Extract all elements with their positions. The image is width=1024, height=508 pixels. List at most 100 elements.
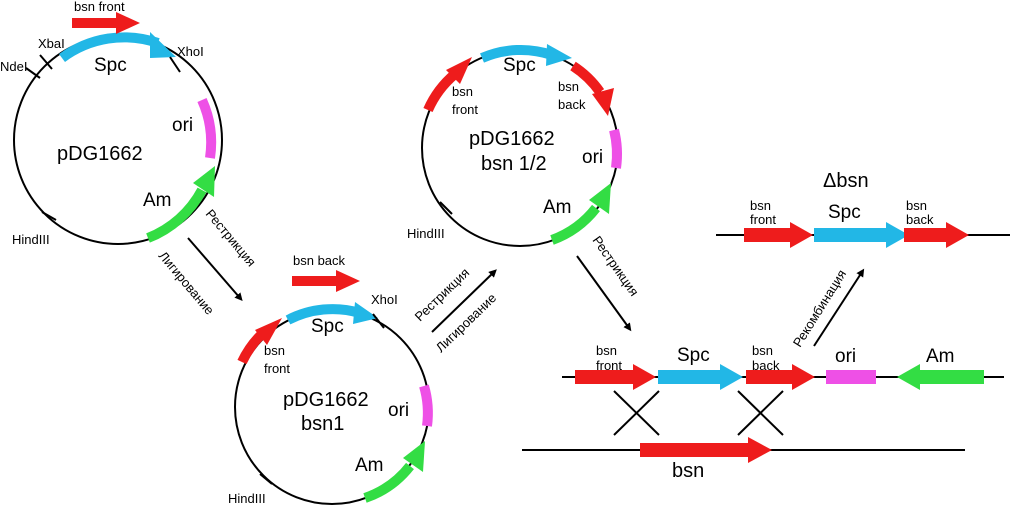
fragment-spc-bar <box>658 370 722 384</box>
fragment-spc-arrowhead <box>720 364 743 390</box>
plasmid-2-hindiii-label: HindIII <box>228 491 266 506</box>
result-spc-label: Spc <box>828 202 861 223</box>
plasmid-2-bsn-front-label-1: bsn <box>264 343 285 358</box>
chromosome: bsn <box>522 437 965 482</box>
plasmid-3-name-line-2: bsn 1/2 <box>481 153 547 175</box>
plasmid-3-am-segment <box>550 204 600 245</box>
plasmid-3-name-line-1: pDG1662 <box>469 128 555 150</box>
linear-fragment: bsn front Spc bsn back ori Am <box>562 343 1004 436</box>
plasmid-2-name-line-1: pDG1662 <box>283 389 369 411</box>
fragment-ori-label: ori <box>835 346 856 367</box>
plasmid-1-xbai-label: XbaI <box>38 36 65 51</box>
fragment-am-bar <box>918 370 984 384</box>
insert-2-arrowhead <box>336 270 360 292</box>
result-bsn-back-arrowhead <box>946 222 969 248</box>
plasmid-1-xhoi-tick <box>169 56 181 73</box>
plasmid-1-am-label: Am <box>143 190 172 211</box>
plasmid-3-hindiii-label: HindIII <box>407 226 445 241</box>
process-arrow-4: Рекомбинация <box>790 267 865 350</box>
plasmid-1-hindiii-tick <box>41 211 57 221</box>
plasmid-3-ori-segment <box>609 128 622 169</box>
process-arrow-3-line <box>576 255 632 332</box>
plasmid-2-hindiii-tick <box>259 473 273 485</box>
insert-1-label: bsn front <box>74 0 125 14</box>
plasmid-3-bsn-front-label-1: bsn <box>452 84 473 99</box>
insert-2-label: bsn back <box>293 253 346 268</box>
plasmid-3-ori-label: ori <box>582 147 603 168</box>
result-bsn-front-arrowhead <box>790 222 813 248</box>
chromosome-bsn-arrowhead <box>748 437 772 463</box>
crossover-2-stroke-b <box>737 390 784 436</box>
process-arrow-2-line <box>431 269 497 333</box>
process-arrow-3-label: Рестрикция <box>590 233 642 299</box>
plasmid-1-ndei-tick <box>25 67 41 79</box>
result-delta-bsn: Δbsn bsn front Spc bsn back <box>716 170 1010 248</box>
chromosome-bsn-bar <box>640 443 750 457</box>
plasmid-2-spc-segment <box>285 304 362 325</box>
result-spc-arrowhead <box>886 222 909 248</box>
process-arrow-1-line <box>187 237 243 302</box>
fragment-spc-label: Spc <box>677 345 710 366</box>
plasmid-1-xbai-tick <box>39 54 53 70</box>
plasmid-1-xhoi-label: XhoI <box>177 44 204 59</box>
process-arrow-2: Рестрикция Лигирование <box>412 265 499 355</box>
plasmid-2-ori-segment <box>419 384 433 427</box>
plasmid-3-bsn-back-label-1: bsn <box>558 79 579 94</box>
result-bsn-back-label-1: bsn <box>906 198 927 213</box>
fragment-bsn-back-label-2: back <box>752 358 780 373</box>
process-arrow-1-top-label: Рестрикция <box>203 206 259 269</box>
plasmid-1-am-segment <box>146 187 207 243</box>
plasmid-2-spc-label: Spc <box>311 316 344 337</box>
insert-1-arrowhead <box>116 12 140 34</box>
plasmid-2-bsn-front-label-2: front <box>264 361 290 376</box>
process-arrow-4-line <box>813 268 865 347</box>
fragment-am-arrowhead <box>897 364 920 390</box>
plasmid-1-ori-label: ori <box>172 115 193 136</box>
plasmid-1-spc-segment <box>59 32 160 63</box>
result-spc-bar <box>814 228 888 242</box>
plasmid-3-spc-arrowhead <box>546 44 572 66</box>
plasmid-2-xhoi-tick <box>372 313 385 329</box>
plasmid-pdg1662-bsn1: XhoI HindIII bsn front Spc ori Am pDG166… <box>228 253 433 506</box>
plasmid-2-ori-label: ori <box>388 400 409 421</box>
plasmid-3-bsn-front-arrowhead <box>446 57 472 84</box>
plasmid-2-am-segment <box>363 462 414 503</box>
plasmid-3-bsn-back-arrowhead <box>592 88 614 116</box>
result-bsn-back-bar <box>904 228 948 242</box>
plasmid-1-spc-label: Spc <box>94 55 127 76</box>
insert-1-bar <box>72 18 118 28</box>
insert-2-bar <box>292 276 338 286</box>
result-bsn-front-label-1: bsn <box>750 198 771 213</box>
plasmid-3-spc-segment <box>480 44 554 63</box>
fragment-bsn-back-bar <box>746 370 794 384</box>
result-bsn-front-label-2: front <box>750 212 776 227</box>
plasmid-1-hindiii-label: HindIII <box>12 232 50 247</box>
crossover-1-stroke-b <box>613 390 660 436</box>
fragment-bsn-front-bar <box>575 370 635 384</box>
plasmid-2-name-line-2: bsn1 <box>301 413 344 435</box>
plasmid-3-spc-label: Spc <box>503 55 536 76</box>
process-arrow-3: Рестрикция <box>576 233 642 332</box>
plasmid-1-spc-arrowhead <box>150 32 176 58</box>
plasmid-1-ndei-label: NdeI <box>0 59 27 74</box>
plasmid-2-am-arrowhead <box>403 441 425 472</box>
fragment-bsn-front-label-2: front <box>596 358 622 373</box>
plasmid-3-bsn-back-label-2: back <box>558 97 586 112</box>
plasmid-3-hindiii-tick <box>439 201 453 215</box>
plasmid-2-xhoi-label: XhoI <box>371 292 398 307</box>
fragment-bsn-back-label-1: bsn <box>752 343 773 358</box>
plasmid-1-ori-segment <box>197 97 217 159</box>
fragment-bsn-front-arrowhead <box>633 364 656 390</box>
plasmid-3-am-label: Am <box>543 197 572 218</box>
chromosome-bsn-label: bsn <box>672 460 704 482</box>
fragment-ori-bar <box>826 370 876 384</box>
result-bsn-back-label-2: back <box>906 212 934 227</box>
plasmid-3-bsn-back-segment <box>570 61 605 95</box>
plasmid-3-am-arrowhead <box>589 183 611 214</box>
fragment-bsn-back-arrowhead <box>792 364 815 390</box>
fragment-am-label: Am <box>926 346 955 367</box>
plasmid-3-bsn-front-segment <box>423 70 459 113</box>
plasmid-1-am-arrowhead <box>193 166 215 197</box>
result-bsn-front-bar <box>744 228 792 242</box>
